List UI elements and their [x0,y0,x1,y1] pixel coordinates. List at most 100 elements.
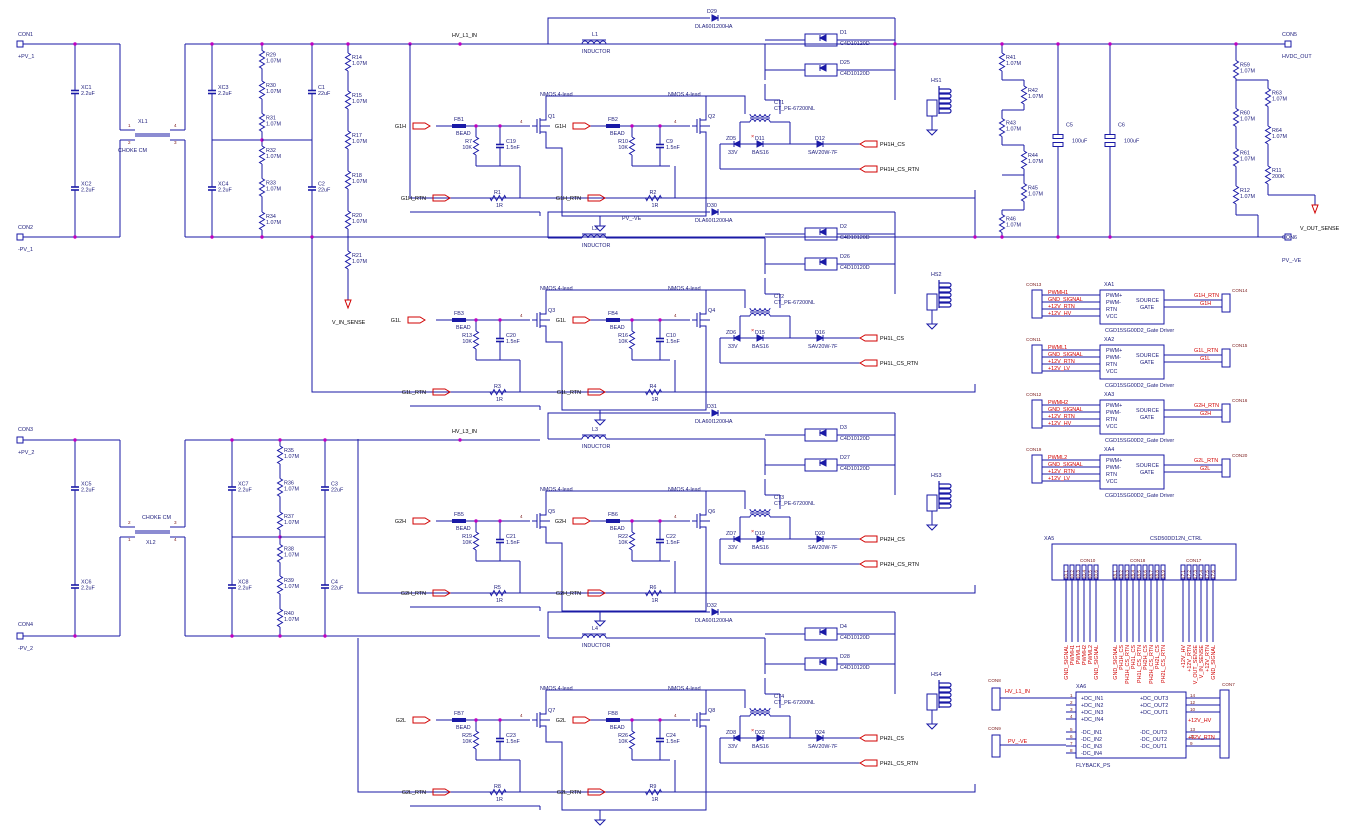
xa1-ref: XA1 [1104,282,1114,288]
junction-dot [323,634,327,638]
xa3-pin-1: PWM+ [1106,403,1122,409]
xa3-source: SOURCE [1136,408,1159,414]
stage4-dtop-wire [547,611,710,638]
stage1-ct-value: CT_PE-67200NL [774,106,815,112]
xl2-pin1: 1 [128,537,131,542]
stage1-gate-b: G1H [555,124,566,130]
stage2-db-body [804,257,838,271]
stage4-qa-ref: Q7 [548,708,555,714]
stage2-cs-flag [859,334,878,342]
xa6-right-pin-5: -DC_OUT2 [1140,737,1167,743]
xa2-pin-4: VCC [1106,369,1117,375]
label-layer: CON1+PV_1CON2-PV_1XC12.2uFXC22.2uFXL1CHO… [18,9,1340,803]
xa6-left-num-2: 2 [1070,700,1073,705]
xa4-gate: GATE [1140,470,1155,476]
con6-ref: CON6 [1282,235,1297,241]
stage2-fbb-ref: FB4 [608,311,618,317]
c4-value: 22uF [331,586,344,592]
stage1-fba-body [452,124,466,128]
r17-symbol [344,130,352,150]
xa6-right-pin-6: -DC_OUT1 [1140,744,1167,750]
stage4-qa-pin4: 4 [520,713,523,718]
stage4-qb-value: NMOS 4-lead [668,686,701,692]
r38-value: 1.07M [284,553,299,559]
con6-terminal[interactable] [1284,233,1292,241]
v-in-sense-label: V_IN_SENSE [332,320,366,326]
stage3-fbb-body [606,519,620,523]
con5-terminal[interactable] [1284,40,1292,48]
stage4-rga-value: 10K [462,739,472,745]
stage1-fbb-body [606,124,620,128]
xc5-value: 2.2uF [81,488,95,494]
xa5-con18-pin [1160,564,1166,580]
stage3-ct-value: CT_PE-67200NL [774,501,815,507]
xa5-con10-pin [1069,564,1075,580]
r32-ref: R32 [266,148,276,154]
stage2-qa-pin4: 4 [520,313,523,318]
stage4-zd-ref: ZD8 [726,730,736,736]
xl2-pin3: 3 [174,520,177,525]
junction-dot [310,235,314,239]
r33-value: 1.07M [266,187,281,193]
stage4-qa-value: NMOS 4-lead [540,686,573,692]
stage4-dtop-ref: D32 [707,603,717,609]
junction-dot [346,42,350,46]
con4-terminal[interactable] [16,632,24,640]
stage1-gnd-label: PV_-VE [622,216,642,222]
junction-dot [498,718,502,722]
con2-net: -PV_1 [18,247,33,253]
junction-dot [73,634,77,638]
stage2-ds-ref: D15 [755,330,765,336]
stage4-nc-mark: × [751,728,754,734]
stage1-ground [593,225,607,232]
stage2-ct-value: CT_PE-67200NL [774,300,815,306]
stage4-zd-value: 33V [728,744,738,750]
xa6-left-pin-6: -DC_IN2 [1081,737,1102,743]
stage3-l-coil [581,435,607,440]
xa5-con18-pin-num: 18.2 [1119,570,1124,579]
r15-value: 1.07M [352,99,367,105]
stage2-rrb-value: 1R [652,397,659,403]
r59-symbol [1232,60,1240,79]
junction-dot [658,718,662,722]
stage1-l-coil [581,40,607,45]
stage4-rgb-value: 10K [618,739,628,745]
stage2-source-bus [545,338,600,411]
xa3-conl-ref: CON12 [1026,392,1042,397]
con1-net: +PV_1 [18,54,34,60]
stage3-rtn-b: G2H_RTN [556,591,581,597]
stage3-ds-value: BAS16 [752,545,769,551]
stage3-rga-value: 10K [462,540,472,546]
xc7-value: 2.2uF [238,488,252,494]
stage1-drain-bus [545,95,710,110]
stage1-db-value: C4D10120D [840,71,870,77]
stage4-rga-symbol [472,730,480,750]
xa5-con10-pin-num: 10.6 [1094,570,1099,579]
xa5-con10-pin-num: 10.4 [1082,570,1087,579]
r15-symbol [344,90,352,110]
xa5-con18-ref: CON18 [1130,558,1146,563]
stage4-zd-symbol [732,734,741,742]
xa4-pin-3: RTN [1106,472,1117,478]
xa6-left-num-3: 3 [1070,707,1073,712]
stage4-ct-link [710,689,746,708]
stage4-cs: PH2L_CS [880,736,904,742]
junction-dot [1000,42,1004,46]
r63-ref: R63 [1272,91,1282,97]
stage1-hs-fin [939,93,952,99]
xa6-left-num-6: 6 [1070,734,1073,739]
stage3-dcs-symbol [816,535,825,543]
con3-terminal[interactable] [16,436,24,444]
stage1-qb-ref: Q2 [708,114,715,120]
stage3-dtop-symbol [711,409,720,417]
junction-dot [658,519,662,523]
xa2-pin-1: PWM+ [1106,348,1122,354]
stage3-cga-value: 1.5nF [506,540,520,546]
stage4-rgb-ref: R26 [618,733,628,739]
xa5-con17-pin-num: 17.3 [1193,570,1198,579]
con1-terminal-terminal[interactable] [16,40,24,48]
xa6-left-num-8: 8 [1070,748,1073,753]
con2-terminal-terminal[interactable] [16,233,24,241]
xa5-con17-pin-num: 17.4 [1199,570,1204,579]
junction-dot [210,42,214,46]
